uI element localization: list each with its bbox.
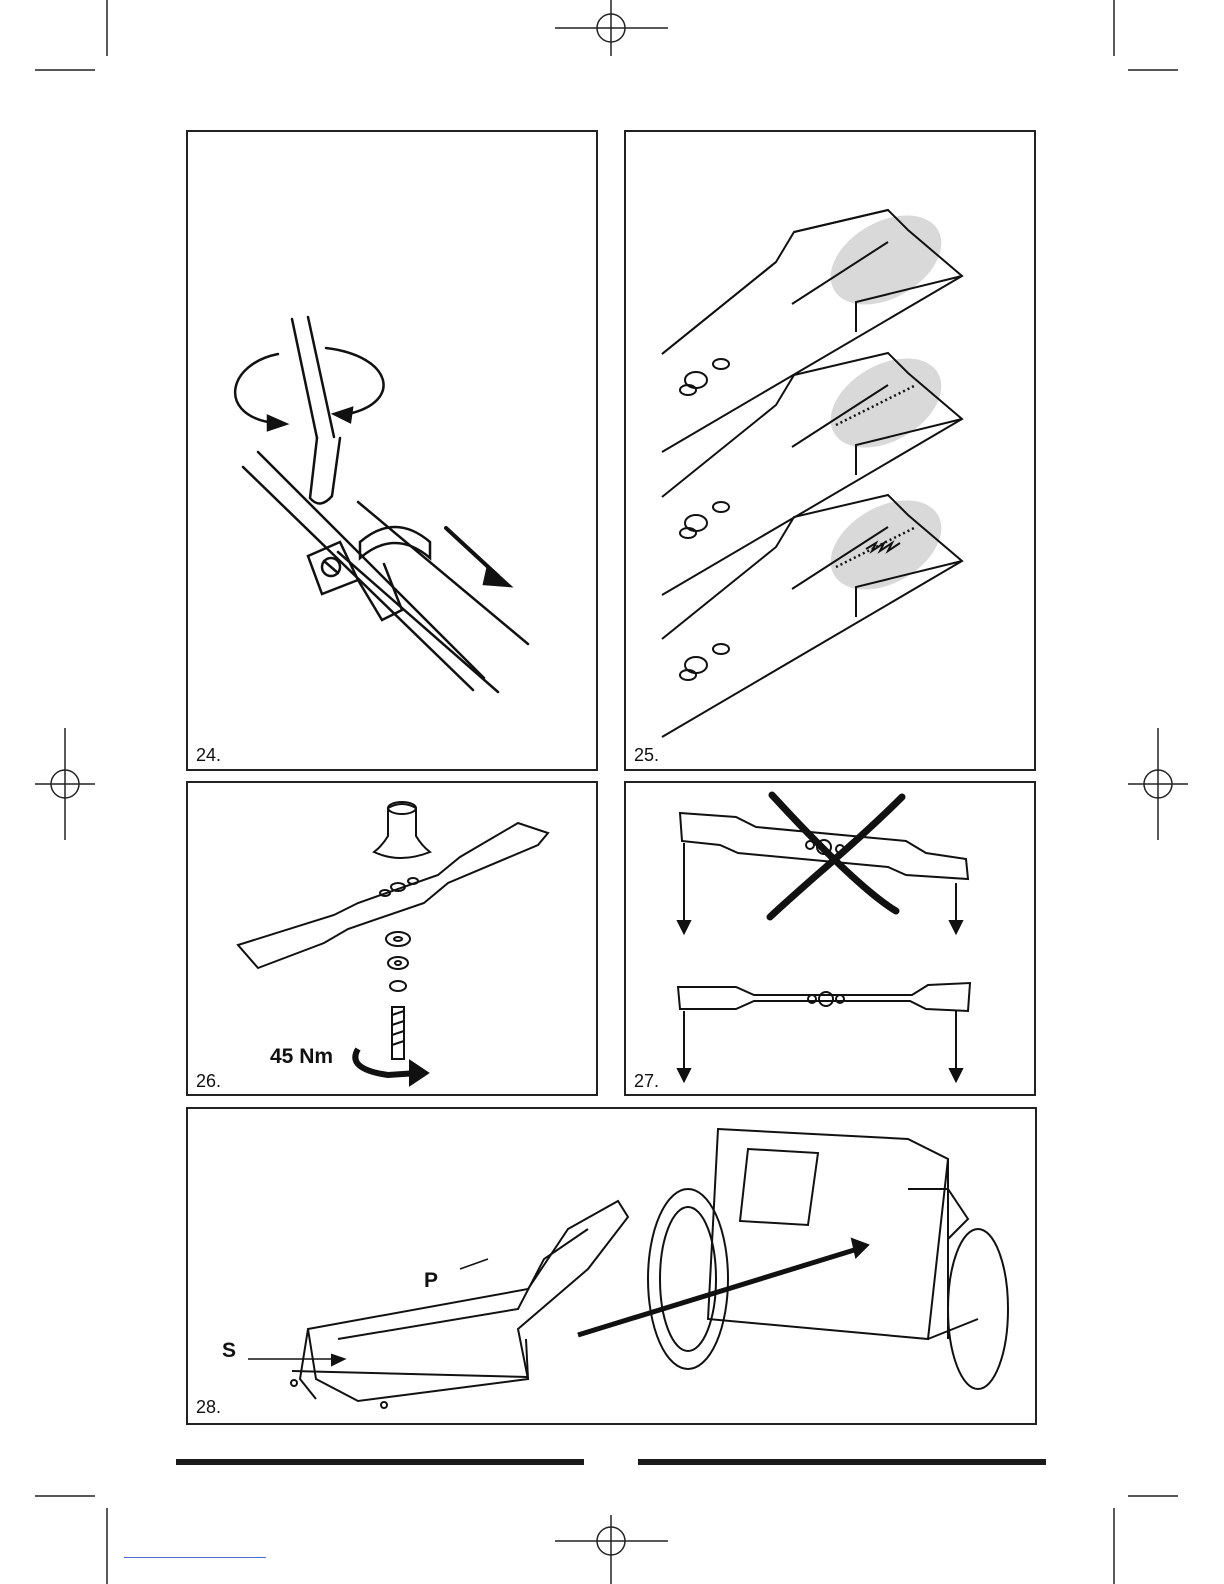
torque-label: 45 Nm: [270, 1045, 333, 1069]
figure-number: 26.: [196, 1071, 221, 1092]
blade-wear-illustration: [626, 132, 1036, 771]
footer-rule-right: [638, 1459, 1046, 1465]
label-s: S: [222, 1339, 236, 1363]
figure-24-panel: 24.: [186, 130, 598, 771]
figure-number: 25.: [634, 745, 659, 766]
footer-rule-left: [176, 1459, 584, 1465]
label-p: P: [424, 1269, 438, 1293]
figure-26-panel: 45 Nm 26.: [186, 781, 598, 1096]
blade-balance-illustration: [626, 783, 1036, 1096]
figure-number: 27.: [634, 1071, 659, 1092]
figure-25-panel: 25.: [624, 130, 1036, 771]
blade-mounting-illustration: [188, 783, 598, 1096]
figure-number: 28.: [196, 1397, 221, 1418]
figure-number: 24.: [196, 745, 221, 766]
figure-27-panel: 27.: [624, 781, 1036, 1096]
margin-line: [124, 1557, 266, 1558]
grass-bag-fitting-illustration: [188, 1109, 1037, 1425]
handle-adjust-illustration: [188, 132, 598, 771]
figure-28-panel: P S 28.: [186, 1107, 1037, 1425]
